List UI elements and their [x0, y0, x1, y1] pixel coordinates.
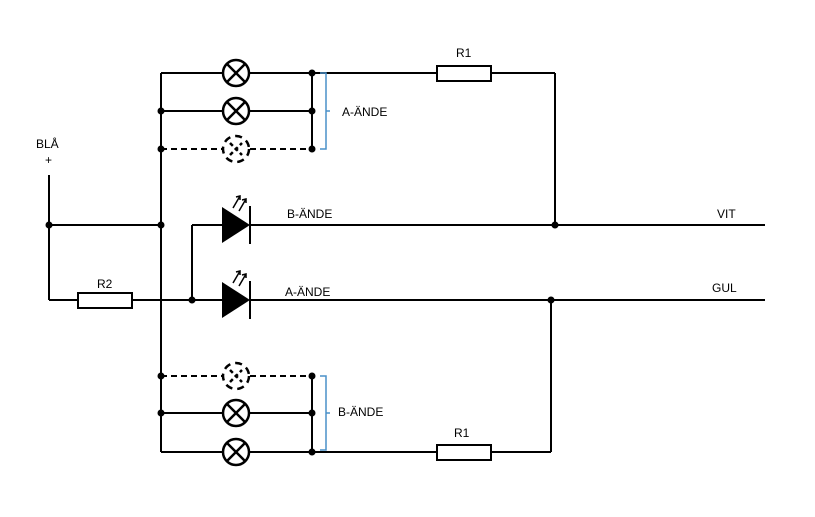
bottom-lamp-group: B-ÄNDE — [157, 361, 437, 467]
optional-lamp-dashed-icon — [221, 361, 251, 391]
top-lamp-group: A-ÄNDE — [157, 58, 437, 164]
lamp-icon — [221, 96, 251, 126]
gul-label: GUL — [712, 281, 737, 295]
vit-label: VIT — [717, 207, 736, 221]
b-ande-brace — [320, 375, 330, 451]
b-ande-diode-label: B-ÄNDE — [287, 207, 332, 221]
junction-dot — [157, 409, 165, 417]
junction-dot — [308, 107, 316, 115]
a-ande-diode-label: A-ÄNDE — [285, 285, 330, 299]
lamp-icon — [221, 437, 251, 467]
r1-bottom-resistor — [436, 444, 492, 461]
junction-dot — [308, 145, 316, 153]
led-emission-arrows-icon — [232, 270, 247, 287]
bla-label: BLÅ — [36, 136, 59, 151]
junction-dot — [308, 372, 316, 380]
r1-bottom-label: R1 — [454, 426, 470, 440]
junction-dot — [45, 221, 53, 229]
junction-dot — [157, 221, 165, 229]
junction-dot — [157, 145, 165, 153]
led-triangle-icon — [222, 282, 250, 318]
plus-label: + — [45, 153, 52, 167]
optional-lamp-dashed-icon — [221, 134, 251, 164]
lamp-icon — [221, 58, 251, 88]
a-ande-group-label: A-ÄNDE — [342, 105, 387, 119]
junction-dot — [308, 409, 316, 417]
led-emission-arrows-icon — [232, 195, 247, 212]
junction-dot — [308, 448, 316, 456]
led-triangle-icon — [222, 207, 250, 243]
junction-dot — [308, 69, 316, 77]
junction-dot — [551, 221, 559, 229]
r2-resistor — [77, 292, 133, 309]
lamp-icon — [221, 398, 251, 428]
r2-label: R2 — [97, 277, 113, 291]
a-ande-led — [222, 270, 251, 319]
b-ande-group-label: B-ÄNDE — [338, 405, 383, 419]
junction-dot — [157, 107, 165, 115]
a-ande-brace — [320, 72, 330, 150]
r1-top-resistor — [436, 65, 492, 82]
r1-top-label: R1 — [456, 46, 472, 60]
junction-dot — [157, 372, 165, 380]
b-ande-led — [222, 195, 251, 244]
